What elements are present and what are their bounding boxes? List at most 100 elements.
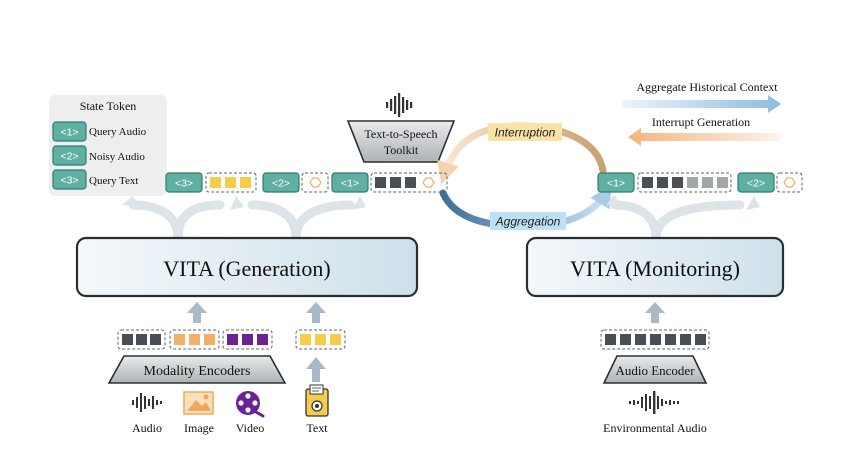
video-token — [242, 334, 253, 345]
encoded-text-group — [295, 329, 346, 350]
encoded-audio-group — [117, 329, 166, 350]
tts-line2: Toolkit — [384, 143, 419, 157]
encoded-token-groups — [117, 329, 346, 350]
text-token — [300, 334, 311, 345]
encoded-video-group — [222, 329, 273, 350]
text-token — [240, 177, 251, 188]
aggregation-arc: Aggregation — [439, 184, 612, 230]
image-token — [204, 334, 215, 345]
text-token — [225, 177, 236, 188]
audio-token — [695, 334, 706, 345]
up-arrow — [306, 357, 326, 382]
mon-token-2 — [737, 172, 775, 193]
aggregate-context-arrow: Aggregate Historical Context — [622, 80, 781, 113]
vita-generation-label: VITA (Generation) — [163, 256, 330, 281]
input-label-audio: Audio — [132, 421, 162, 435]
noisy-token — [702, 177, 713, 188]
eos-icon — [422, 177, 435, 188]
input-label-video: Video — [236, 421, 265, 435]
audio-token — [390, 177, 401, 188]
mon-token-1-label: <1> — [607, 178, 625, 190]
seq-token-2-label: <2> — [272, 178, 290, 190]
video-reel-icon — [236, 391, 265, 418]
encoded-env-audio-group — [600, 329, 710, 350]
legend-token-1: <1> — [60, 127, 78, 139]
generation-token-sequence: <3> <2> <1> — [165, 172, 448, 193]
seq-token-3-label: <3> — [175, 178, 193, 190]
legend-item-query-text: <3> Query Text — [52, 169, 138, 190]
interrupt-generation-label: Interrupt Generation — [652, 115, 750, 129]
video-token — [227, 334, 238, 345]
aggregate-context-label: Aggregate Historical Context — [636, 80, 778, 94]
modality-encoders: Modality Encoders — [107, 355, 287, 384]
interruption-label-bg — [488, 123, 562, 141]
audio-token — [375, 177, 386, 188]
audio-token — [680, 334, 691, 345]
interrupt-generation-arrow: Interrupt Generation — [628, 115, 780, 146]
legend-item-noisy-audio: <2> Noisy Audio — [52, 145, 145, 166]
text-token — [315, 334, 326, 345]
text-document-icon — [305, 384, 329, 417]
text-token-group — [205, 172, 257, 193]
tts-audio-wave-icon — [386, 93, 413, 117]
audio-encoder-label: Audio Encoder — [615, 363, 695, 378]
video-token — [257, 334, 268, 345]
legend-title: State Token — [80, 99, 137, 113]
audio-token — [620, 334, 631, 345]
image-token — [189, 334, 200, 345]
legend-label-query-audio: Query Audio — [89, 126, 147, 138]
legend-token-3: <3> — [60, 175, 78, 187]
noisy-token — [717, 177, 728, 188]
eos-icon — [783, 177, 796, 188]
up-arrow — [306, 302, 326, 323]
interruption-label: Interruption — [495, 126, 556, 140]
legend-token-2: <2> — [60, 151, 78, 163]
audio-token — [122, 334, 133, 345]
text-token — [210, 177, 221, 188]
input-label-text: Text — [306, 421, 328, 435]
seq-token-1-label: <1> — [341, 178, 359, 190]
audio-token — [150, 334, 161, 345]
audio-wave-icon — [132, 393, 162, 412]
vita-monitoring-label: VITA (Monitoring) — [570, 256, 740, 281]
up-arrows — [187, 302, 665, 382]
image-token — [174, 334, 185, 345]
seq-token-1 — [331, 172, 369, 193]
image-icon — [183, 391, 214, 415]
encoded-image-group — [169, 329, 220, 350]
mon-token-2-label: <2> — [747, 178, 765, 190]
input-label-image: Image — [184, 421, 214, 435]
state-token-legend: State Token <1> Query Audio <2> Noisy Au… — [49, 95, 167, 196]
vita-generation-box: VITA (Generation) — [75, 236, 419, 298]
tts-line1: Text-to-Speech — [364, 127, 437, 141]
vita-monitoring-box: VITA (Monitoring) — [525, 236, 785, 298]
audio-token — [650, 334, 661, 345]
monitoring-arc-heads — [606, 195, 760, 210]
generation-arc-heads — [122, 196, 366, 210]
text-token — [330, 334, 341, 345]
aggregation-label-bg — [490, 212, 566, 230]
monitoring-output-arcs — [610, 200, 745, 243]
eos-token-group — [301, 172, 329, 193]
monitoring-token-sequence: <1> <2> — [597, 172, 803, 193]
aggregation-label: Aggregation — [495, 215, 561, 229]
eos-icon — [309, 177, 322, 188]
legend-item-query-audio: <1> Query Audio — [52, 121, 147, 142]
audio-token — [642, 177, 653, 188]
generation-output-arcs — [128, 200, 355, 243]
input-label-env-audio: Environmental Audio — [603, 421, 707, 435]
audio-token — [635, 334, 646, 345]
audio-token — [136, 334, 147, 345]
seq-token-2 — [262, 172, 300, 193]
audio-token — [605, 334, 616, 345]
audio-token — [405, 177, 416, 188]
mon-eos-group — [776, 172, 803, 193]
environment-audio-wave-icon — [629, 391, 679, 414]
modality-encoders-label: Modality Encoders — [144, 364, 251, 379]
audio-encoder: Audio Encoder — [602, 355, 708, 384]
mon-audio-token-group — [637, 172, 732, 193]
noisy-token — [687, 177, 698, 188]
audio-token-group — [370, 172, 448, 193]
interruption-arc: Interruption — [437, 122, 607, 185]
